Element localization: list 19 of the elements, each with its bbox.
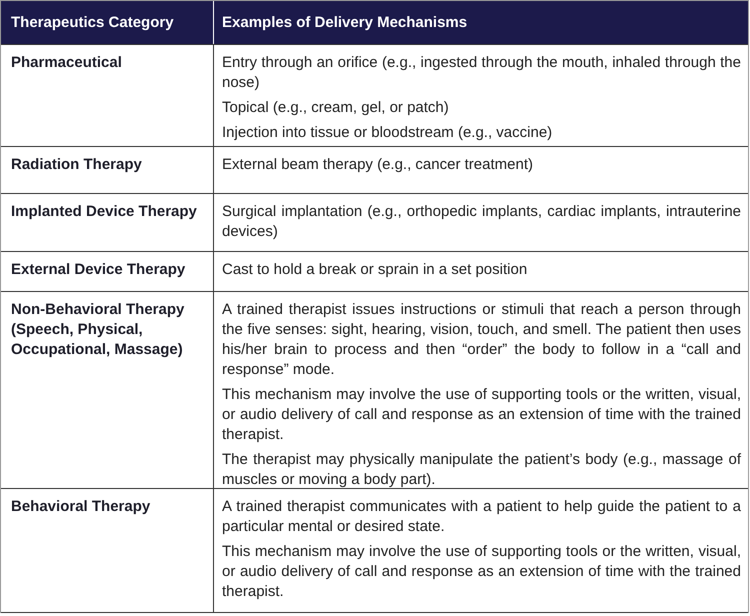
mechanism-description: This mechanism may involve the use of supporting tools or the written, visual, or audio delivery of call and response as an extension of time with the trained therapist.: [222, 542, 741, 602]
mechanism-description: A trained therapist issues instructions or stimuli that reach a person through the five senses: sight, hearing, vision, touch, and smell. The patient then uses his/her brain to process and then “order” the body to follow in a “call and response” mode.: [222, 300, 741, 380]
mechanism-description: Entry through an orifice (e.g., ingested through the mouth, inhaled through the nose): [222, 53, 741, 93]
column-header: Examples of Delivery Mechanisms: [222, 13, 468, 33]
category-name: Non-Behavioral Therapy (Speech, Physical, Occupational, Massage): [11, 300, 186, 360]
category-name: Radiation Therapy: [11, 155, 143, 175]
category-name: Behavioral Therapy: [11, 497, 152, 517]
mechanism-description: The therapist may physically manipulate the patient’s body (e.g., massage of muscles or moving a body part).: [222, 450, 741, 490]
mechanism-description: Topical (e.g., cream, gel, or patch): [222, 98, 450, 118]
mechanism-description: Injection into tissue or bloodstream (e.g., vaccine): [222, 123, 554, 143]
mechanism-description: A trained therapist communicates with a patient to help guide the patient to a particular mental or desired state.: [222, 497, 741, 537]
mechanism-description: Surgical implantation (e.g., orthopedic implants, cardiac implants, intrauterine devices): [222, 202, 741, 242]
mechanism-description: Cast to hold a break or sprain in a set position: [222, 260, 528, 280]
column-header: Therapeutics Category: [11, 13, 175, 33]
mechanism-description: External beam therapy (e.g., cancer treatment): [222, 155, 534, 175]
category-name: Pharmaceutical: [11, 53, 123, 73]
category-name: Implanted Device Therapy: [11, 202, 198, 222]
category-name: External Device Therapy: [11, 260, 186, 280]
mechanism-description: This mechanism may involve the use of supporting tools or the written, visual, or audio delivery of call and response as an extension of time with the trained therapist.: [222, 385, 741, 445]
